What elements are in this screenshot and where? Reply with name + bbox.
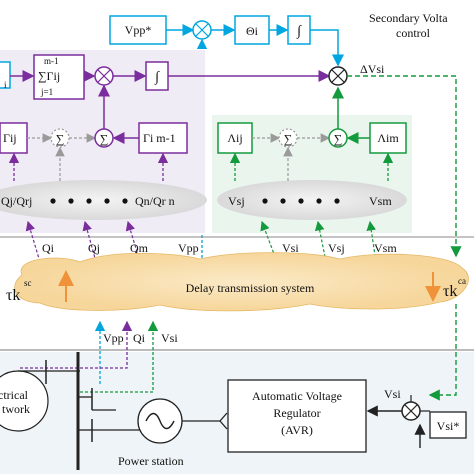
vpp-reference-block xyxy=(109,15,167,45)
sum-gamma-main: ∑Γij xyxy=(38,69,60,83)
upper-vsj-label: Vsj xyxy=(328,241,345,255)
upper-vsm-label: Vsm xyxy=(374,241,397,255)
upper-vpp-label: Vpp xyxy=(178,241,199,255)
voltage-sum-symbol: ∑ xyxy=(334,132,343,146)
sum-gamma-bottom: j=1 xyxy=(40,87,53,97)
delay-system-label: Delay transmission system xyxy=(186,281,315,295)
voltage-partial-sum-symbol: ∑ xyxy=(284,132,293,146)
upper-qm-label: Qm xyxy=(130,241,149,255)
voltage-dots xyxy=(262,198,340,204)
reactive-neighbor-ellipse xyxy=(0,180,207,220)
lower-vsi-right-label: Vsi xyxy=(384,387,401,401)
upper-vsi-label: Vsi xyxy=(282,241,299,255)
lambda-ij-block xyxy=(217,122,253,154)
network-label-line2: twork xyxy=(2,402,30,416)
reactive-partial-sum-symbol: ∑ xyxy=(56,132,65,146)
reactive-dots xyxy=(50,198,128,204)
upper-qi-label: Qi xyxy=(42,241,55,255)
tau-sc-label: τk xyxy=(6,287,20,304)
avr-block xyxy=(227,379,367,453)
lower-vsi-label: Vsi xyxy=(161,331,178,345)
avr-label-line1: Automatic Voltage xyxy=(252,389,342,403)
vsm-ellipse-label: Vsm xyxy=(369,194,392,208)
avr-label-line3: (AVR) xyxy=(281,423,313,437)
gamma-ij-label: Γij xyxy=(3,131,17,145)
tau-ca-label: τk xyxy=(443,283,457,300)
reactive-sum-symbol: ∑ xyxy=(100,132,109,146)
upper-qj-label: Qj xyxy=(88,241,100,255)
avr-label-line2: Regulator xyxy=(273,406,320,420)
vsi-reference-block xyxy=(429,411,467,439)
vsj-ellipse-label: Vsj xyxy=(228,194,245,208)
sum-gamma-top: m-1 xyxy=(44,56,59,66)
secondary-control-title-line2: control xyxy=(396,26,431,40)
qj-qrj-label: Qj/Qrj xyxy=(1,194,32,208)
left-cut-label: i xyxy=(4,80,7,90)
vsi-reference-label: Vsi* xyxy=(437,419,460,433)
secondary-control-title-line1: Secondary Volta xyxy=(369,11,448,25)
reactive-integrator-label: ∫ xyxy=(154,70,160,85)
lambda-im-label: Λim xyxy=(377,131,399,145)
theta-label: Θi xyxy=(246,24,259,38)
network-label-line1: ctrical xyxy=(0,388,29,402)
lower-vpp-label: Vpp xyxy=(103,331,124,345)
gamma-im1-label: Γi m-1 xyxy=(143,131,176,145)
power-station-label: Power station xyxy=(118,454,184,468)
vpp-reference-label: Vpp* xyxy=(125,23,152,37)
delay-cloud xyxy=(14,252,469,312)
voltage-neighbor-ellipse xyxy=(217,180,407,220)
tau-sc-superscript: sc xyxy=(24,278,32,288)
top-integrator-label: ∫ xyxy=(296,24,302,39)
qn-qrn-label: Qn/Qr n xyxy=(135,194,175,208)
tau-ca-superscript: ca xyxy=(458,276,466,286)
sum-gamma-block xyxy=(33,54,85,100)
lambda-ij-label: Λij xyxy=(227,131,242,145)
left-cut-block xyxy=(0,61,11,89)
delta-vsi-label: ΔVsi xyxy=(360,62,385,76)
lower-qi-label: Qi xyxy=(133,331,146,345)
